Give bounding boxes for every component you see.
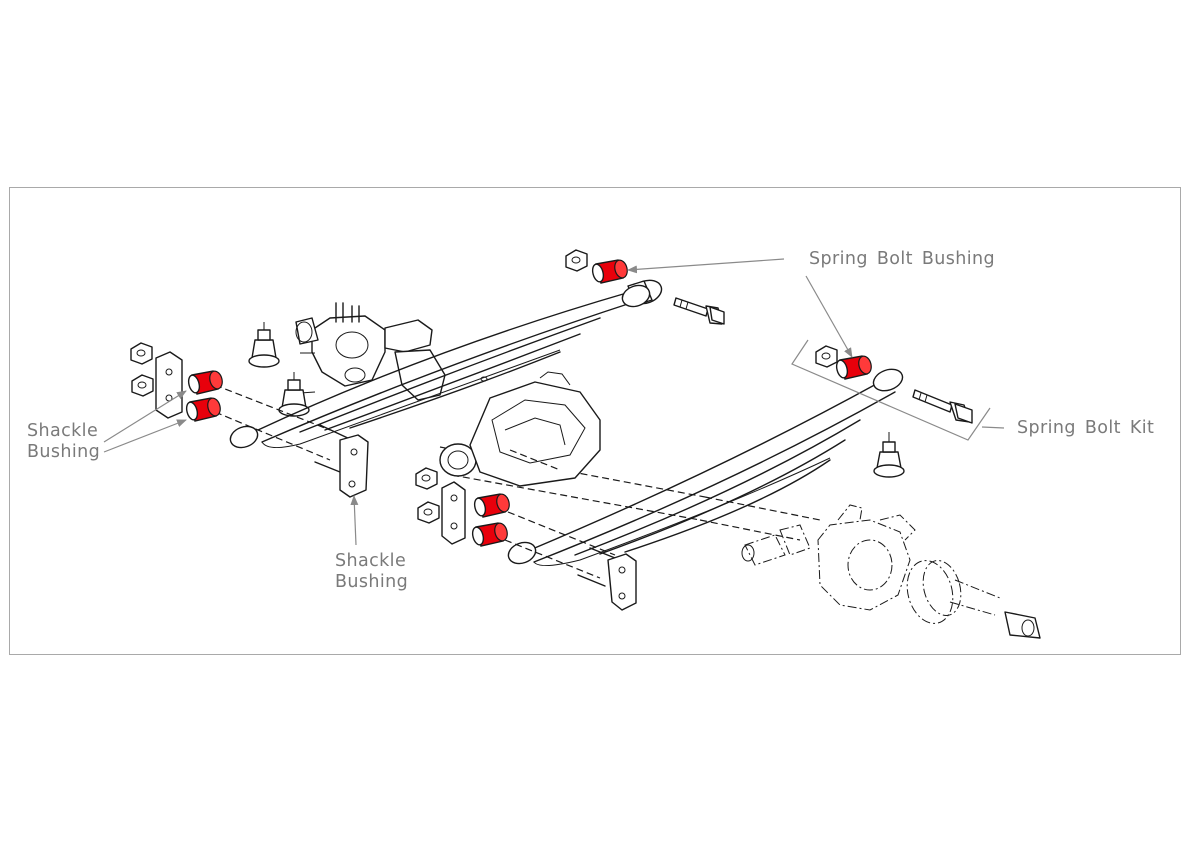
arrow-spring-bolt-bushing-left (627, 258, 785, 274)
bump-stop-upper-left (248, 322, 280, 368)
spring-bolt-kit-left (565, 249, 725, 325)
shackle-bushing-lower-left (185, 397, 221, 422)
shackle-plate-left (155, 351, 183, 419)
right-brake-backing-plate (741, 504, 1041, 639)
arrow-shackle-bushing-upper (103, 390, 187, 443)
nut-upper-right-shackle (415, 467, 438, 490)
spring-bolt-kit-right (815, 345, 973, 424)
arrow-shackle-bushing-lower (103, 419, 187, 453)
shackle-bushing-upper-left (187, 370, 223, 395)
bracket-spring-bolt-kit (791, 339, 991, 441)
shackle-plate-right-rear (607, 553, 637, 611)
right-shackle-assembly (415, 467, 637, 611)
label-shackle-bushing-bottom: Shackle Bushing (335, 551, 409, 592)
label-spring-bolt-bushing: Spring Bolt Bushing (809, 249, 996, 269)
label-shackle-bushing-left: Shackle Bushing (27, 421, 101, 462)
arrow-spring-bolt-bushing-right (805, 275, 853, 358)
nut-lower-left (131, 374, 154, 397)
bump-stop-right (873, 432, 905, 478)
left-leaf-spring (229, 279, 663, 449)
diagram-frame (9, 187, 1181, 655)
spring-bolt-right (912, 389, 953, 413)
shackle-bushing-lower-right (471, 522, 508, 547)
axle-housing (439, 371, 821, 541)
left-brake-backing-plate (295, 302, 446, 401)
shackle-bushing-upper-right (473, 493, 510, 518)
shackle-plate-left-rear (339, 434, 369, 498)
spring-bolt-left (673, 297, 709, 317)
nut-spring-bolt-right (815, 345, 838, 368)
leader-spring-bolt-kit (981, 426, 1005, 429)
right-leaf-spring (507, 368, 904, 566)
arrow-shackle-bushing-bottom (350, 495, 359, 546)
callout-lines (103, 258, 1005, 546)
label-spring-bolt-kit: Spring Bolt Kit (1017, 418, 1155, 438)
nut-spring-bolt-left (565, 249, 588, 272)
nut-upper-left (130, 342, 153, 365)
shackle-plate-right (441, 481, 466, 545)
nut-lower-right-shackle (417, 501, 440, 524)
